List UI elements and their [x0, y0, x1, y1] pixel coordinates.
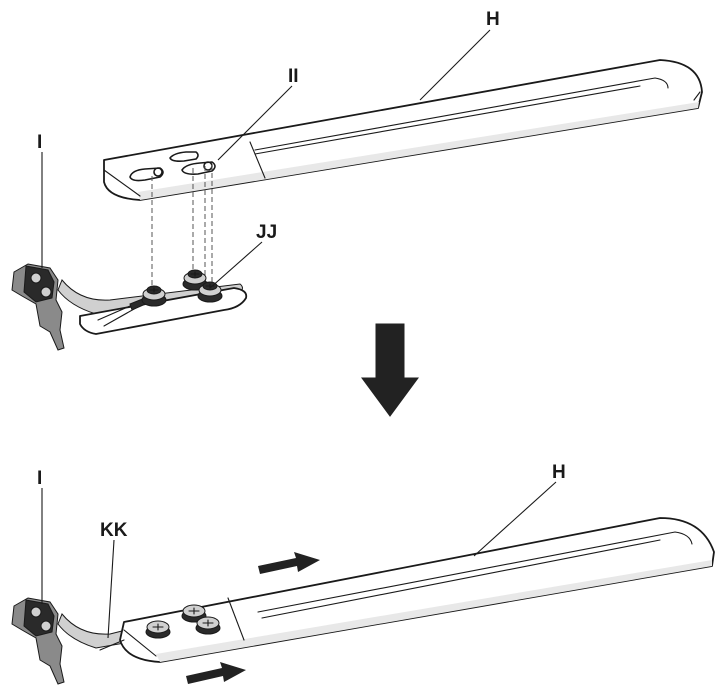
bracket-top	[11, 263, 248, 351]
label-blade-top: H	[486, 9, 500, 30]
leader-jj	[209, 241, 263, 289]
label-bracket-bottom: I	[37, 468, 42, 489]
screws-bottom	[145, 604, 221, 639]
blade-top	[103, 59, 703, 201]
label-bracket-top: I	[37, 132, 42, 153]
leader-kk	[107, 539, 115, 639]
label-screws: JJ	[256, 222, 277, 243]
label-tab: KK	[100, 520, 128, 541]
label-slots: II	[288, 66, 299, 87]
top-assembly: H II I JJ	[11, 9, 703, 351]
right-arrow-icon	[186, 662, 246, 684]
leader-h-top	[419, 29, 491, 101]
leader-h-bottom	[473, 481, 557, 557]
blade-bottom	[99, 517, 715, 663]
leader-ii	[217, 85, 293, 161]
alignment-lines	[151, 165, 213, 290]
bracket-bottom	[11, 597, 131, 685]
blade-slots	[129, 151, 216, 182]
right-arrow-icon	[258, 552, 320, 574]
down-arrow-icon	[361, 323, 419, 417]
bottom-assembly: H I KK	[11, 462, 715, 685]
screws-top	[141, 269, 223, 307]
label-blade-bottom: H	[552, 462, 566, 483]
